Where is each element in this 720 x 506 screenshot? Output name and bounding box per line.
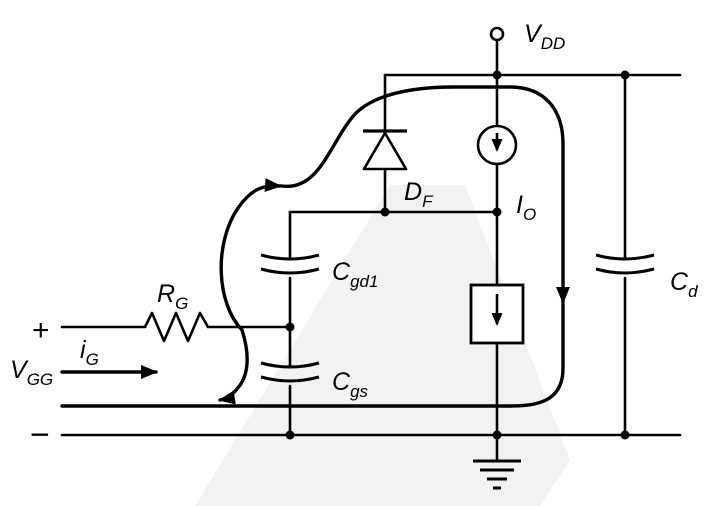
vdd-terminal (489, 26, 505, 42)
current-source-io (476, 124, 518, 166)
junction-dot (492, 430, 502, 440)
junction-dot (620, 430, 630, 440)
junction-dot (492, 207, 502, 217)
junction-dot (285, 322, 295, 332)
flow-arrow-curl (218, 328, 249, 405)
label-cgd1: Cgd1 (332, 258, 378, 291)
label-plus-sign: + (32, 314, 50, 347)
label-io: IO (516, 191, 536, 224)
flow-arrow-gate-up (219, 178, 282, 332)
junction-dot (380, 207, 390, 217)
capacitor-cgd1 (260, 253, 320, 275)
cd-plate-bottom (595, 267, 655, 275)
capacitor-cd (595, 253, 655, 275)
diode-df (362, 129, 408, 171)
switch-box (469, 283, 525, 345)
junction-dot (492, 70, 502, 80)
label-vdd: VDD (524, 20, 565, 53)
diode-triangle (362, 131, 408, 171)
label-df: DF (404, 178, 434, 211)
label-ig: iG (80, 336, 99, 369)
cgd1-plate-top (260, 253, 320, 261)
junction-dot (620, 70, 630, 80)
label-minus-sign: − (30, 416, 50, 454)
ground-symbol (473, 459, 521, 490)
junction-dots (285, 70, 630, 440)
label-cd: Cd (670, 268, 698, 301)
background-watermark (195, 185, 570, 506)
junction-dot (285, 430, 295, 440)
cgd1-plate-bottom (260, 267, 320, 275)
flow-arrow-top (280, 85, 570, 304)
cd-plate-top (595, 253, 655, 261)
cgs-plate-top (260, 361, 320, 369)
label-cgs: Cgs (332, 368, 369, 401)
capacitor-cgs (260, 361, 320, 383)
label-vgg: VGG (10, 356, 53, 389)
cgs-plate-bottom (260, 375, 320, 383)
resistor-rg (143, 311, 210, 343)
label-rg: RG (157, 280, 188, 313)
flow-return-line (60, 302, 565, 408)
